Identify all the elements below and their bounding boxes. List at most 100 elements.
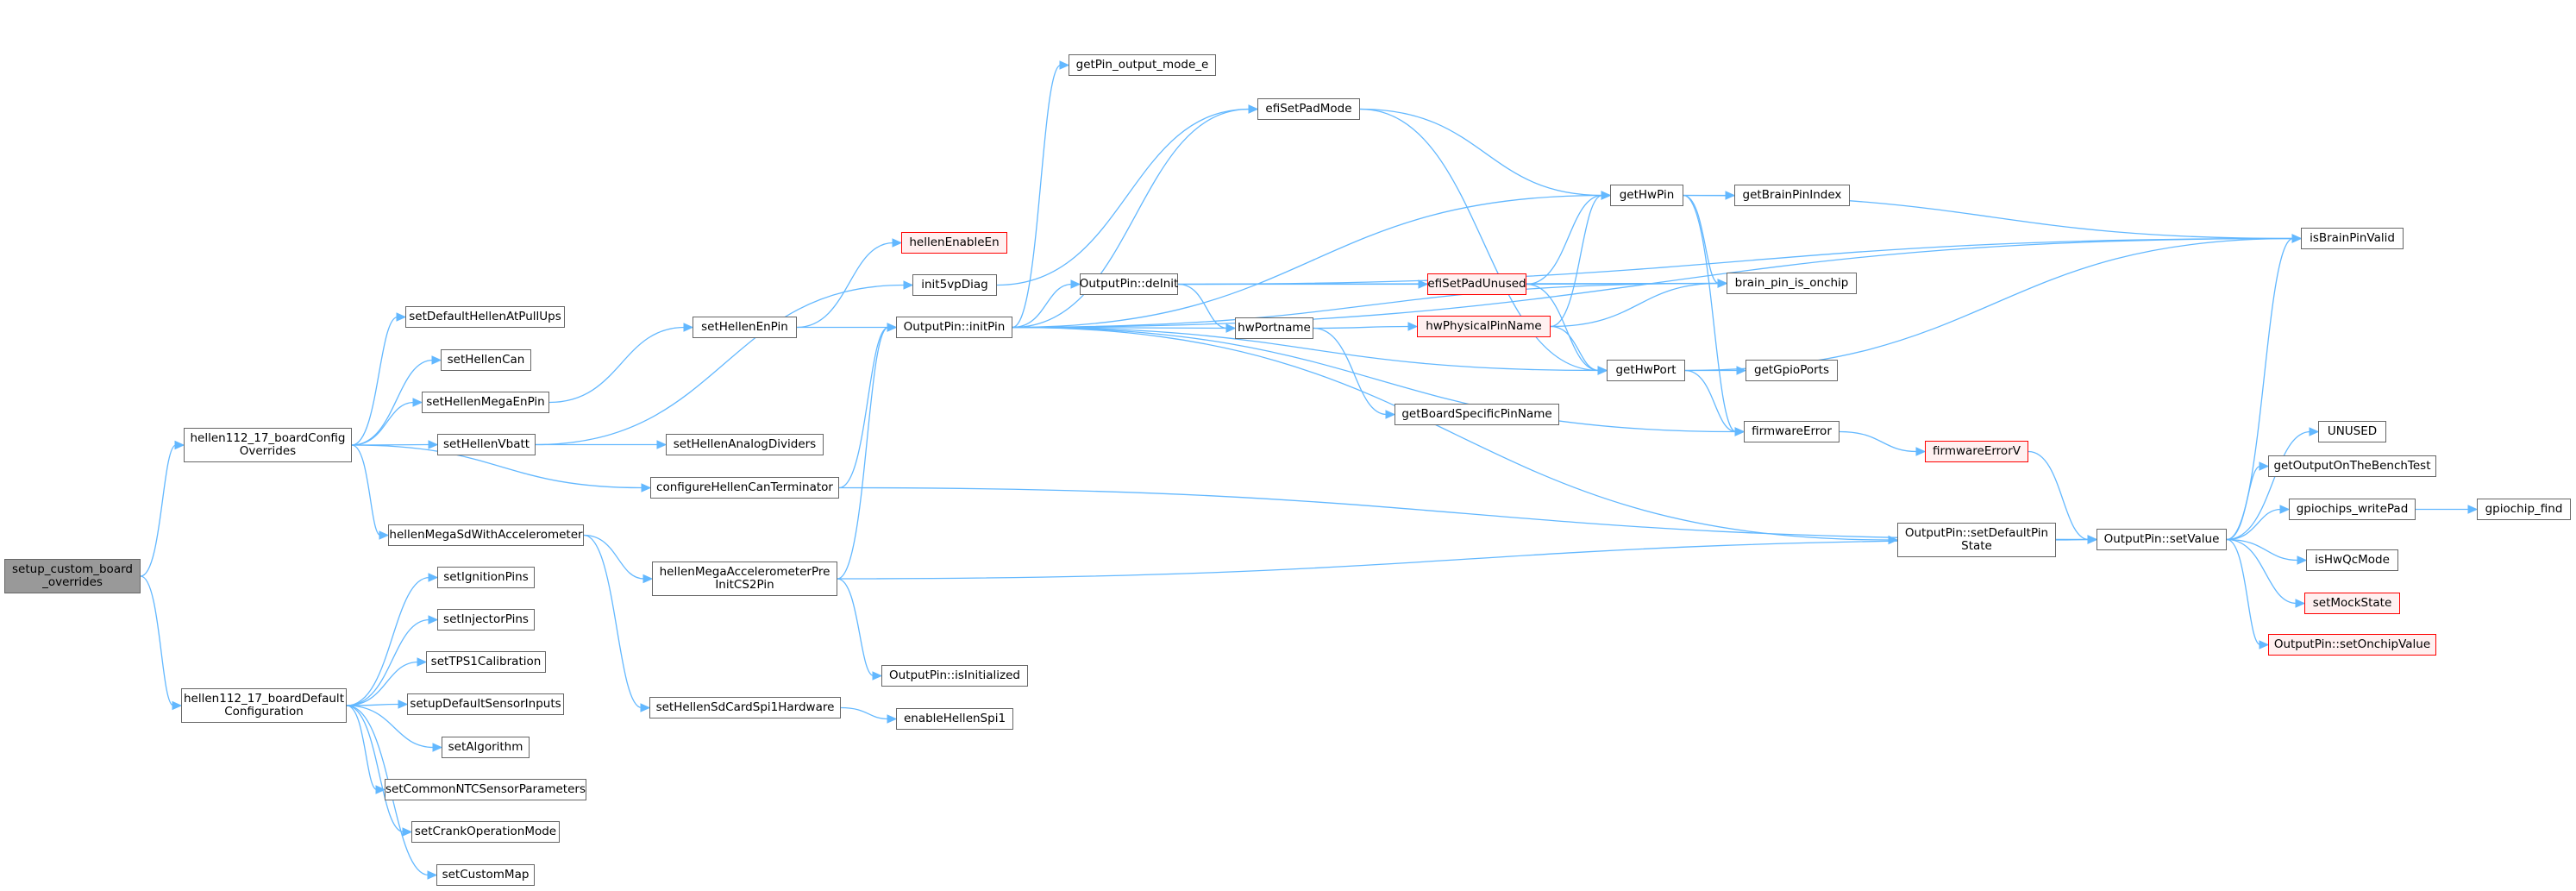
node-set-hellen-can[interactable]: setHellenCan <box>441 349 531 371</box>
arrowhead-icon <box>2259 461 2270 471</box>
node-efi-set-pad-unused[interactable]: efiSetPadUnused <box>1427 273 1526 295</box>
edge-output-pin-init-pin-to-firmware-error <box>1012 326 1737 433</box>
node-enable-hellen-spi1[interactable]: enableHellenSpi1 <box>896 708 1013 730</box>
node-output-pin-is-initialized[interactable]: OutputPin::isInitialized <box>881 665 1028 687</box>
node-get-pin-output-mode-e[interactable]: getPin_output_mode_e <box>1069 54 1216 76</box>
arrowhead-icon <box>379 530 390 540</box>
node-set-hellen-sd-card-spi1-hardware[interactable]: setHellenSdCardSpi1Hardware <box>649 697 841 718</box>
arrowhead-icon <box>641 483 652 493</box>
node-efi-set-pad-mode[interactable]: efiSetPadMode <box>1257 98 1360 120</box>
edge-hellen112-17-board-config-overrides-to-set-hellen-can <box>351 359 434 446</box>
node-hellen112-17-board-config-overrides[interactable]: hellen112_17_boardConfig Overrides <box>184 428 352 462</box>
node-set-tps1-calibration[interactable]: setTPS1Calibration <box>426 651 546 673</box>
node-hellen-mega-sd-with-accelerometer[interactable]: hellenMegaSdWithAccelerometer <box>388 524 584 546</box>
node-init5vp-diag[interactable]: init5vpDiag <box>912 274 997 296</box>
arrowhead-icon <box>427 870 438 880</box>
node-output-pin-set-value[interactable]: OutputPin::setValue <box>2097 529 2227 550</box>
node-firmware-error[interactable]: firmwareError <box>1744 421 1840 442</box>
arrowhead-icon <box>412 398 423 407</box>
arrowhead-icon <box>1070 279 1081 289</box>
node-gpiochips-write-pad[interactable]: gpiochips_writePad <box>2289 499 2416 520</box>
arrowhead-icon <box>1059 60 1070 70</box>
node-set-custom-map[interactable]: setCustomMap <box>436 864 535 886</box>
arrowhead-icon <box>2291 234 2303 243</box>
node-is-hw-qc-mode[interactable]: isHwQcMode <box>2306 549 2398 571</box>
arrowhead-icon <box>2259 640 2270 649</box>
arrowhead-icon <box>872 671 883 681</box>
node-set-hellen-vbatt[interactable]: setHellenVbatt <box>437 434 536 455</box>
edge-set-hellen-vbatt-to-init5vp-diag <box>535 284 906 446</box>
edge-hellen112-17-board-default-configuration-to-set-crank-operation-mode <box>346 705 404 833</box>
node-output-pin-init-pin[interactable]: OutputPin::initPin <box>896 317 1012 338</box>
edge-output-pin-de-init-to-hw-portname <box>1177 283 1228 329</box>
node-hw-portname[interactable]: hwPortname <box>1235 317 1313 339</box>
node-output-pin-set-default-pin-state[interactable]: OutputPin::setDefaultPin State <box>1897 523 2056 557</box>
edge-firmware-error-to-firmware-error-v <box>1839 430 1918 453</box>
node-is-brain-pin-valid[interactable]: isBrainPinValid <box>2301 228 2404 249</box>
node-output-pin-de-init[interactable]: OutputPin::deInit <box>1080 273 1178 295</box>
arrowhead-icon <box>1385 410 1396 419</box>
arrowhead-icon <box>2295 599 2306 608</box>
node-hellen112-17-board-default-configuration[interactable]: hellen112_17_boardDefault Configuration <box>181 688 347 723</box>
edge-configure-hellen-can-terminator-to-output-pin-init-pin <box>838 326 889 489</box>
node-set-algorithm[interactable]: setAlgorithm <box>442 737 530 758</box>
edge-get-hw-pin-to-firmware-error <box>1683 194 1737 433</box>
edge-output-pin-de-init-to-is-brain-pin-valid <box>1177 237 2294 285</box>
arrowhead-icon <box>887 714 898 724</box>
node-set-hellen-mega-en-pin[interactable]: setHellenMegaEnPin <box>422 392 549 413</box>
edge-hw-physical-pin-name-to-get-hw-pin <box>1550 194 1603 328</box>
edge-output-pin-set-value-to-gpiochips-write-pad <box>2226 508 2282 541</box>
node-hw-physical-pin-name[interactable]: hwPhysicalPinName <box>1417 316 1551 337</box>
edge-output-pin-set-value-to-output-pin-set-onchip-value <box>2226 538 2261 646</box>
edge-hellen112-17-board-config-overrides-to-set-default-hellen-at-pull-ups <box>351 316 398 446</box>
arrowhead-icon <box>2297 555 2308 565</box>
node-set-mock-state[interactable]: setMockState <box>2304 593 2400 614</box>
node-get-hw-pin[interactable]: getHwPin <box>1610 185 1683 206</box>
node-set-ignition-pins[interactable]: setIgnitionPins <box>437 567 535 588</box>
node-setup-default-sensor-inputs[interactable]: setupDefaultSensorInputs <box>407 693 564 715</box>
arrowhead-icon <box>174 440 185 450</box>
node-set-injector-pins[interactable]: setInjectorPins <box>437 609 535 631</box>
edge-output-pin-set-value-to-is-brain-pin-valid <box>2226 237 2294 541</box>
arrowhead-icon <box>887 323 898 332</box>
arrowhead-icon <box>892 238 903 248</box>
node-gpiochip-find[interactable]: gpiochip_find <box>2477 499 2571 520</box>
edge-output-pin-init-pin-to-efi-set-pad-mode <box>1012 108 1250 329</box>
arrowhead-icon <box>1915 447 1927 456</box>
node-get-brain-pin-index[interactable]: getBrainPinIndex <box>1734 185 1850 206</box>
node-get-output-on-the-bench-test[interactable]: getOutputOnTheBenchTest <box>2268 455 2436 477</box>
node-configure-hellen-can-terminator[interactable]: configureHellenCanTerminator <box>650 477 839 499</box>
arrowhead-icon <box>640 703 651 712</box>
node-brain-pin-is-onchip[interactable]: brain_pin_is_onchip <box>1727 273 1857 294</box>
edge-firmware-error-v-to-output-pin-set-value <box>2028 450 2090 541</box>
edge-setup-custom-board-overrides-to-hellen112-17-board-default-configuration <box>140 575 174 706</box>
edge-hellen112-17-board-default-configuration-to-set-injector-pins <box>346 618 430 706</box>
arrowhead-icon <box>903 280 914 290</box>
node-set-hellen-analog-dividers[interactable]: setHellenAnalogDividers <box>666 434 824 455</box>
node-get-board-specific-pin-name[interactable]: getBoardSpecificPinName <box>1395 404 1559 425</box>
node-set-crank-operation-mode[interactable]: setCrankOperationMode <box>411 821 560 843</box>
node-firmware-error-v[interactable]: firmwareErrorV <box>1925 441 2028 462</box>
edge-hellen112-17-board-default-configuration-to-set-ignition-pins <box>346 576 430 706</box>
node-unused[interactable]: UNUSED <box>2318 421 2386 442</box>
edge-output-pin-set-value-to-get-output-on-the-bench-test <box>2226 465 2261 541</box>
node-get-hw-port[interactable]: getHwPort <box>1607 360 1685 381</box>
node-get-gpio-ports[interactable]: getGpioPorts <box>1746 360 1838 381</box>
arrowhead-icon <box>398 700 409 709</box>
node-output-pin-set-onchip-value[interactable]: OutputPin::setOnchipValue <box>2268 634 2436 656</box>
node-hellen-mega-accelerometer-pre-init-cs2-pin[interactable]: hellenMegaAccelerometerPre InitCS2Pin <box>652 562 837 596</box>
edge-efi-set-pad-unused-to-get-hw-pin <box>1526 194 1603 285</box>
edge-setup-custom-board-overrides-to-hellen112-17-board-config-overrides <box>140 444 177 577</box>
node-hellen-enable-en[interactable]: hellenEnableEn <box>901 232 1007 254</box>
arrowhead-icon <box>396 312 407 322</box>
arrowhead-icon <box>1736 366 1747 375</box>
edge-get-hw-pin-to-brain-pin-is-onchip <box>1683 194 1720 285</box>
arrowhead-icon <box>2467 505 2479 514</box>
node-set-hellen-en-pin[interactable]: setHellenEnPin <box>693 317 797 338</box>
node-set-default-hellen-at-pull-ups[interactable]: setDefaultHellenAtPullUps <box>405 306 565 328</box>
arrowhead-icon <box>2087 535 2098 544</box>
edge-efi-set-pad-unused-to-brain-pin-is-onchip <box>1526 282 1720 285</box>
node-set-common-ntcsensor-parameters[interactable]: setCommonNTCSensorParameters <box>385 779 586 800</box>
edge-hw-physical-pin-name-to-brain-pin-is-onchip <box>1550 282 1720 328</box>
